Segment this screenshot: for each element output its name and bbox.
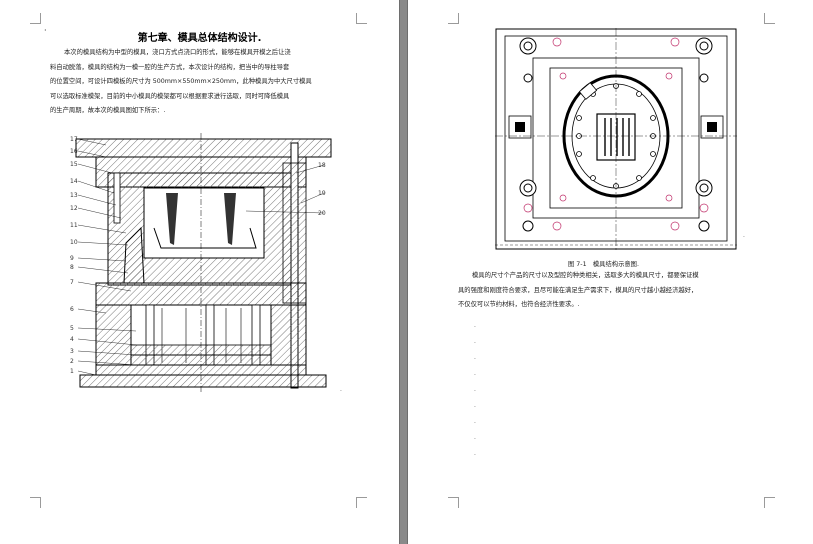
mold-section-drawing: 17 16 15 14 13 12 11 10 9 8 7 6 5 4 3 2 … bbox=[70, 133, 332, 393]
margin-corner-top-right bbox=[356, 13, 367, 24]
callout-label: 12 bbox=[70, 205, 78, 212]
callouts-right: 18 19 20 bbox=[318, 162, 326, 217]
document-page-right: 图 7-1 模具结构示意图. 模具的尺寸个产品的尺寸以及型腔的种类相关，选取多大… bbox=[407, 0, 813, 544]
callout-label: 1 bbox=[70, 368, 74, 375]
callout-label: 20 bbox=[318, 210, 326, 217]
callouts-left: 17 16 15 14 13 12 11 10 9 8 7 6 5 4 3 2 … bbox=[70, 136, 78, 375]
callout-label: 16 bbox=[70, 148, 78, 155]
empty-paragraph-mark: . bbox=[474, 354, 476, 361]
callout-label: 17 bbox=[70, 136, 78, 143]
figure-caption: 图 7-1 模具结构示意图. bbox=[568, 261, 639, 268]
margin-corner-top-left bbox=[30, 13, 41, 24]
callout-label: 7 bbox=[70, 279, 74, 286]
paragraph-line: 具的强度和刚度符合要求，且尽可能在满足生产需求下，模具的尺寸越小越经济越好， bbox=[458, 286, 698, 294]
margin-corner-bottom-left bbox=[30, 497, 41, 508]
paragraph-bullet: · bbox=[44, 26, 47, 35]
paragraph-line: 料自动脱落，模具的结构为一模一腔的生产方式，本次设计的结构，把当中的导柱导套 bbox=[50, 63, 290, 71]
margin-corner-bottom-right bbox=[764, 497, 775, 508]
intro-paragraph: 本次的模具结构为中型的模具，浇口方式点浇口的形式，能够在模具开模之后让浇 料自动… bbox=[50, 46, 358, 119]
empty-paragraph-mark: . bbox=[474, 386, 476, 393]
margin-corner-top-left bbox=[448, 13, 459, 24]
paragraph-mark: . bbox=[340, 386, 342, 393]
empty-paragraph-mark: . bbox=[474, 370, 476, 377]
callout-label: 4 bbox=[70, 336, 74, 343]
empty-paragraph-mark: . bbox=[474, 434, 476, 441]
callout-label: 6 bbox=[70, 306, 74, 313]
paragraph-line: 不仅仅可以节约材料，也符合经济性要求。. bbox=[458, 301, 580, 309]
paragraph-line: 本次的模具结构为中型的模具，浇口方式点浇口的形式，能够在模具开模之后让浇 bbox=[64, 49, 291, 56]
callout-label: 11 bbox=[70, 222, 78, 229]
callout-label: 13 bbox=[70, 192, 78, 199]
margin-corner-bottom-left bbox=[448, 497, 459, 508]
paragraph-line: 的位置空间，可设计四模板的尺寸为 500mm×550mm×250mm，此种模具为… bbox=[50, 78, 312, 86]
empty-paragraph-mark: . bbox=[474, 322, 476, 329]
mold-plan-view-drawing bbox=[495, 28, 737, 250]
callout-label: 8 bbox=[70, 264, 74, 271]
paragraph-mark: . bbox=[743, 232, 745, 239]
callout-label: 9 bbox=[70, 255, 74, 262]
callout-label: 14 bbox=[70, 178, 78, 185]
paragraph-line: 的生产周期，故本次的模具图如下所示：. bbox=[50, 107, 166, 115]
callout-label: 3 bbox=[70, 348, 74, 355]
document-page-left: · 第七章、模具总体结构设计. 本次的模具结构为中型的模具，浇口方式点浇口的形式… bbox=[0, 0, 400, 544]
callout-label: 18 bbox=[318, 162, 326, 169]
chapter-title: 第七章、模具总体结构设计. bbox=[137, 33, 262, 44]
callout-label: 10 bbox=[70, 239, 78, 246]
margin-corner-bottom-right bbox=[356, 497, 367, 508]
empty-paragraph-mark: . bbox=[474, 402, 476, 409]
callout-label: 19 bbox=[318, 190, 326, 197]
empty-paragraph-mark: . bbox=[474, 338, 476, 345]
size-paragraph: 模具的尺寸个产品的尺寸以及型腔的种类相关，选取多大的模具尺寸，都要保证模 具的强… bbox=[458, 269, 768, 313]
callout-label: 15 bbox=[70, 161, 78, 168]
margin-corner-top-right bbox=[764, 13, 775, 24]
callout-label: 5 bbox=[70, 325, 74, 332]
empty-paragraph-mark: . bbox=[474, 418, 476, 425]
paragraph-line: 模具的尺寸个产品的尺寸以及型腔的种类相关，选取多大的模具尺寸，都要保证模 bbox=[472, 272, 699, 279]
callout-label: 2 bbox=[70, 358, 74, 365]
paragraph-line: 可以选取标准模架，目前的中小模具的模架都可以根据要求进行选取，同时可降低模具 bbox=[50, 92, 290, 100]
empty-paragraph-mark: . bbox=[474, 450, 476, 457]
